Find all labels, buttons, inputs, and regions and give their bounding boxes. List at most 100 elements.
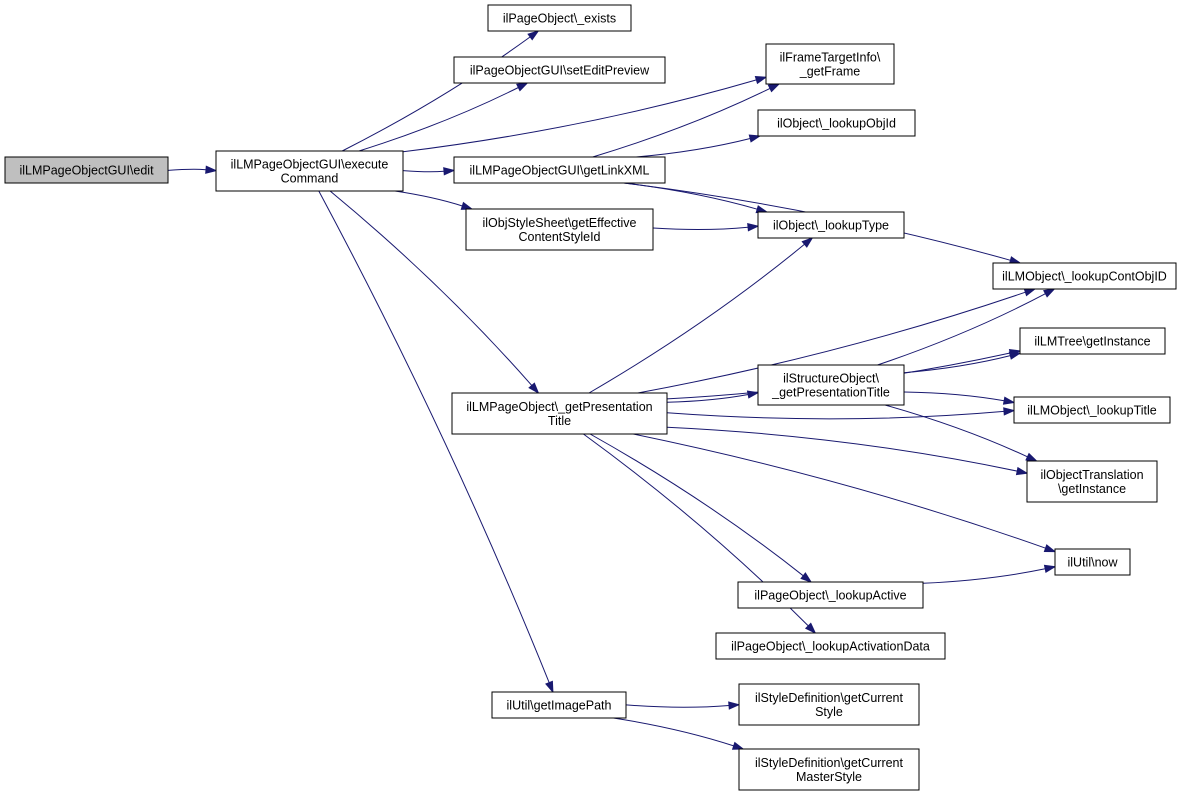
node-label-getFrame-1: _getFrame	[799, 65, 860, 79]
arrowhead-lmPageGetPresentationTitle-to-lookupTitle	[1003, 407, 1016, 416]
node-label-setEditPreview-0: ilPageObjectGUI\setEditPreview	[470, 64, 650, 78]
edge-executeCommand-to-exists	[341, 36, 531, 152]
node-objTranslationGetInstance[interactable]: ilObjectTranslation\getInstance	[1026, 460, 1158, 503]
arrowhead-structGetPresentationTitle-to-lookupContObjID	[1043, 288, 1056, 298]
node-lookupActive[interactable]: ilPageObject\_lookupActive	[737, 581, 924, 609]
arrowhead-getLinkXML-to-lookupObjId	[748, 134, 762, 143]
edge-getLinkXML-to-getFrame	[592, 87, 771, 158]
edge-lmPageGetPresentationTitle-to-objTranslationGetInstance	[666, 426, 1018, 472]
edge-lmPageGetPresentationTitle-to-lookupContObjID	[637, 291, 1026, 394]
arrowhead-edit-to-executeCommand	[205, 165, 218, 174]
edge-lmPageGetPresentationTitle-to-lookupType	[588, 243, 805, 394]
arrowhead-getImagePath-to-getCurrentStyle	[728, 701, 741, 710]
edge-executeCommand-to-getImagePath	[318, 190, 550, 683]
arrowhead-lmPageGetPresentationTitle-to-lookupType	[801, 237, 814, 248]
node-box-lookupContObjID[interactable]	[992, 262, 1177, 290]
edges-layer	[167, 30, 1057, 750]
edge-structGetPresentationTitle-to-lookupContObjID	[877, 293, 1046, 366]
node-box-getLinkXML[interactable]	[453, 156, 666, 184]
node-box-lookupTitle[interactable]	[1013, 396, 1171, 424]
edge-executeCommand-to-getLinkXML	[402, 170, 445, 173]
node-exists[interactable]: ilPageObject\_exists	[487, 4, 632, 32]
node-box-lookupActive[interactable]	[737, 581, 924, 609]
node-box-lookupObjId[interactable]	[757, 109, 916, 137]
node-box-edit[interactable]	[4, 156, 169, 184]
node-setEditPreview[interactable]: ilPageObjectGUI\setEditPreview	[453, 56, 666, 84]
node-lmPageGetPresentationTitle[interactable]: ilLMPageObject\_getPresentationTitle	[451, 392, 668, 435]
arrowhead-executeCommand-to-setEditPreview	[516, 82, 529, 92]
node-label-structGetPresentationTitle-1: _getPresentationTitle	[771, 386, 890, 400]
node-label-getCurrentStyle-1: Style	[815, 705, 843, 719]
node-lookupContObjID[interactable]: ilLMObject\_lookupContObjID	[992, 262, 1177, 290]
nodes-layer: ilLMPageObjectGUI\edit ilLMPageObjectGUI\…	[4, 4, 1177, 791]
node-box-utilNow[interactable]	[1054, 548, 1131, 576]
node-getImagePath[interactable]: ilUtil\getImagePath	[491, 691, 627, 719]
node-box-objTranslationGetInstance[interactable]	[1026, 460, 1158, 503]
arrowhead-structGetPresentationTitle-to-objTranslationGetInstance	[1025, 452, 1038, 462]
node-label-getImagePath-0: ilUtil\getImagePath	[507, 699, 612, 713]
edge-getLinkXML-to-lookupType	[623, 182, 758, 210]
edge-lmPageGetPresentationTitle-to-lookupActive	[589, 433, 804, 577]
edge-lmPageGetPresentationTitle-to-structGetPresentationTitle	[666, 394, 749, 403]
arrowhead-lmPageGetPresentationTitle-to-utilNow	[1043, 544, 1057, 553]
node-box-lmTreeGetInstance[interactable]	[1019, 327, 1166, 355]
node-label-objTranslationGetInstance-0: ilObjectTranslation	[1040, 468, 1143, 482]
edge-executeCommand-to-getFrame	[402, 79, 757, 153]
edge-executeCommand-to-lmPageGetPresentationTitle	[329, 190, 533, 386]
node-getFrame[interactable]: ilFrameTargetInfo\_getFrame	[765, 43, 895, 85]
node-box-setEditPreview[interactable]	[453, 56, 666, 84]
node-structGetPresentationTitle[interactable]: ilStructureObject\_getPresentationTitle	[757, 364, 905, 406]
node-getLinkXML[interactable]: ilLMPageObjectGUI\getLinkXML	[453, 156, 666, 184]
edge-getImagePath-to-getCurrentStyle	[625, 704, 730, 708]
node-label-lookupActivationData-0: ilPageObject\_lookupActivationData	[731, 640, 930, 654]
arrowhead-getLinkXML-to-getFrame	[767, 83, 781, 93]
node-getEffectiveContentStyleId[interactable]: ilObjStyleSheet\getEffectiveContentStyle…	[465, 208, 654, 251]
edge-getImagePath-to-getCurrentMasterStyle	[613, 717, 734, 747]
node-label-utilNow-0: ilUtil\now	[1067, 556, 1118, 570]
node-label-executeCommand-0: ilLMPageObjectGUI\execute	[231, 158, 389, 172]
node-box-executeCommand[interactable]	[215, 150, 404, 192]
arrowhead-executeCommand-to-getFrame	[754, 76, 768, 85]
node-lookupType[interactable]: ilObject\_lookupType	[757, 211, 905, 239]
node-label-edit-0: ilLMPageObjectGUI\edit	[19, 164, 154, 178]
node-box-exists[interactable]	[487, 4, 632, 32]
node-label-getCurrentMasterStyle-1: MasterStyle	[796, 770, 862, 784]
node-label-lookupObjId-0: ilObject\_lookupObjId	[777, 117, 896, 131]
edge-lmPageGetPresentationTitle-to-lookupTitle	[666, 410, 1005, 420]
edge-getLinkXML-to-lookupObjId	[636, 138, 751, 158]
node-lookupObjId[interactable]: ilObject\_lookupObjId	[757, 109, 916, 137]
node-box-lookupType[interactable]	[757, 211, 905, 239]
arrowhead-executeCommand-to-lmPageGetPresentationTitle	[528, 382, 540, 395]
arrowhead-lmPageGetPresentationTitle-to-lookupActivationData	[804, 622, 817, 635]
node-box-getCurrentStyle[interactable]	[738, 683, 920, 726]
edge-executeCommand-to-setEditPreview	[358, 87, 519, 152]
node-label-getEffectiveContentStyleId-1: ContentStyleId	[519, 230, 601, 244]
node-label-lookupTitle-0: ilLMObject\_lookupTitle	[1027, 404, 1157, 418]
node-label-executeCommand-1: Command	[281, 172, 339, 186]
node-box-getCurrentMasterStyle[interactable]	[738, 748, 920, 791]
node-box-getFrame[interactable]	[765, 43, 895, 85]
node-box-getEffectiveContentStyleId[interactable]	[465, 208, 654, 251]
edge-edit-to-executeCommand	[167, 168, 207, 171]
node-box-lookupActivationData[interactable]	[715, 632, 946, 660]
node-label-getCurrentMasterStyle-0: ilStyleDefinition\getCurrent	[755, 756, 904, 770]
node-label-lookupActive-0: ilPageObject\_lookupActive	[754, 589, 906, 603]
node-box-getImagePath[interactable]	[491, 691, 627, 719]
node-utilNow[interactable]: ilUtil\now	[1054, 548, 1131, 576]
node-edit[interactable]: ilLMPageObjectGUI\edit	[4, 156, 169, 184]
node-lookupTitle[interactable]: ilLMObject\_lookupTitle	[1013, 396, 1171, 424]
node-lookupActivationData[interactable]: ilPageObject\_lookupActivationData	[715, 632, 946, 660]
node-box-structGetPresentationTitle[interactable]	[757, 364, 905, 406]
node-lmTreeGetInstance[interactable]: ilLMTree\getInstance	[1019, 327, 1166, 355]
node-box-lmPageGetPresentationTitle[interactable]	[451, 392, 668, 435]
arrowhead-lmPageGetPresentationTitle-to-objTranslationGetInstance	[1015, 466, 1029, 476]
node-label-getEffectiveContentStyleId-0: ilObjStyleSheet\getEffective	[482, 216, 636, 230]
edge-lookupActive-to-utilNow	[922, 568, 1046, 584]
arrowhead-structGetPresentationTitle-to-lmTreeGetInstance	[1008, 351, 1022, 360]
edge-executeCommand-to-getEffectiveContentStyleId	[394, 190, 463, 207]
node-label-lmPageGetPresentationTitle-0: ilLMPageObject\_getPresentation	[466, 400, 652, 414]
